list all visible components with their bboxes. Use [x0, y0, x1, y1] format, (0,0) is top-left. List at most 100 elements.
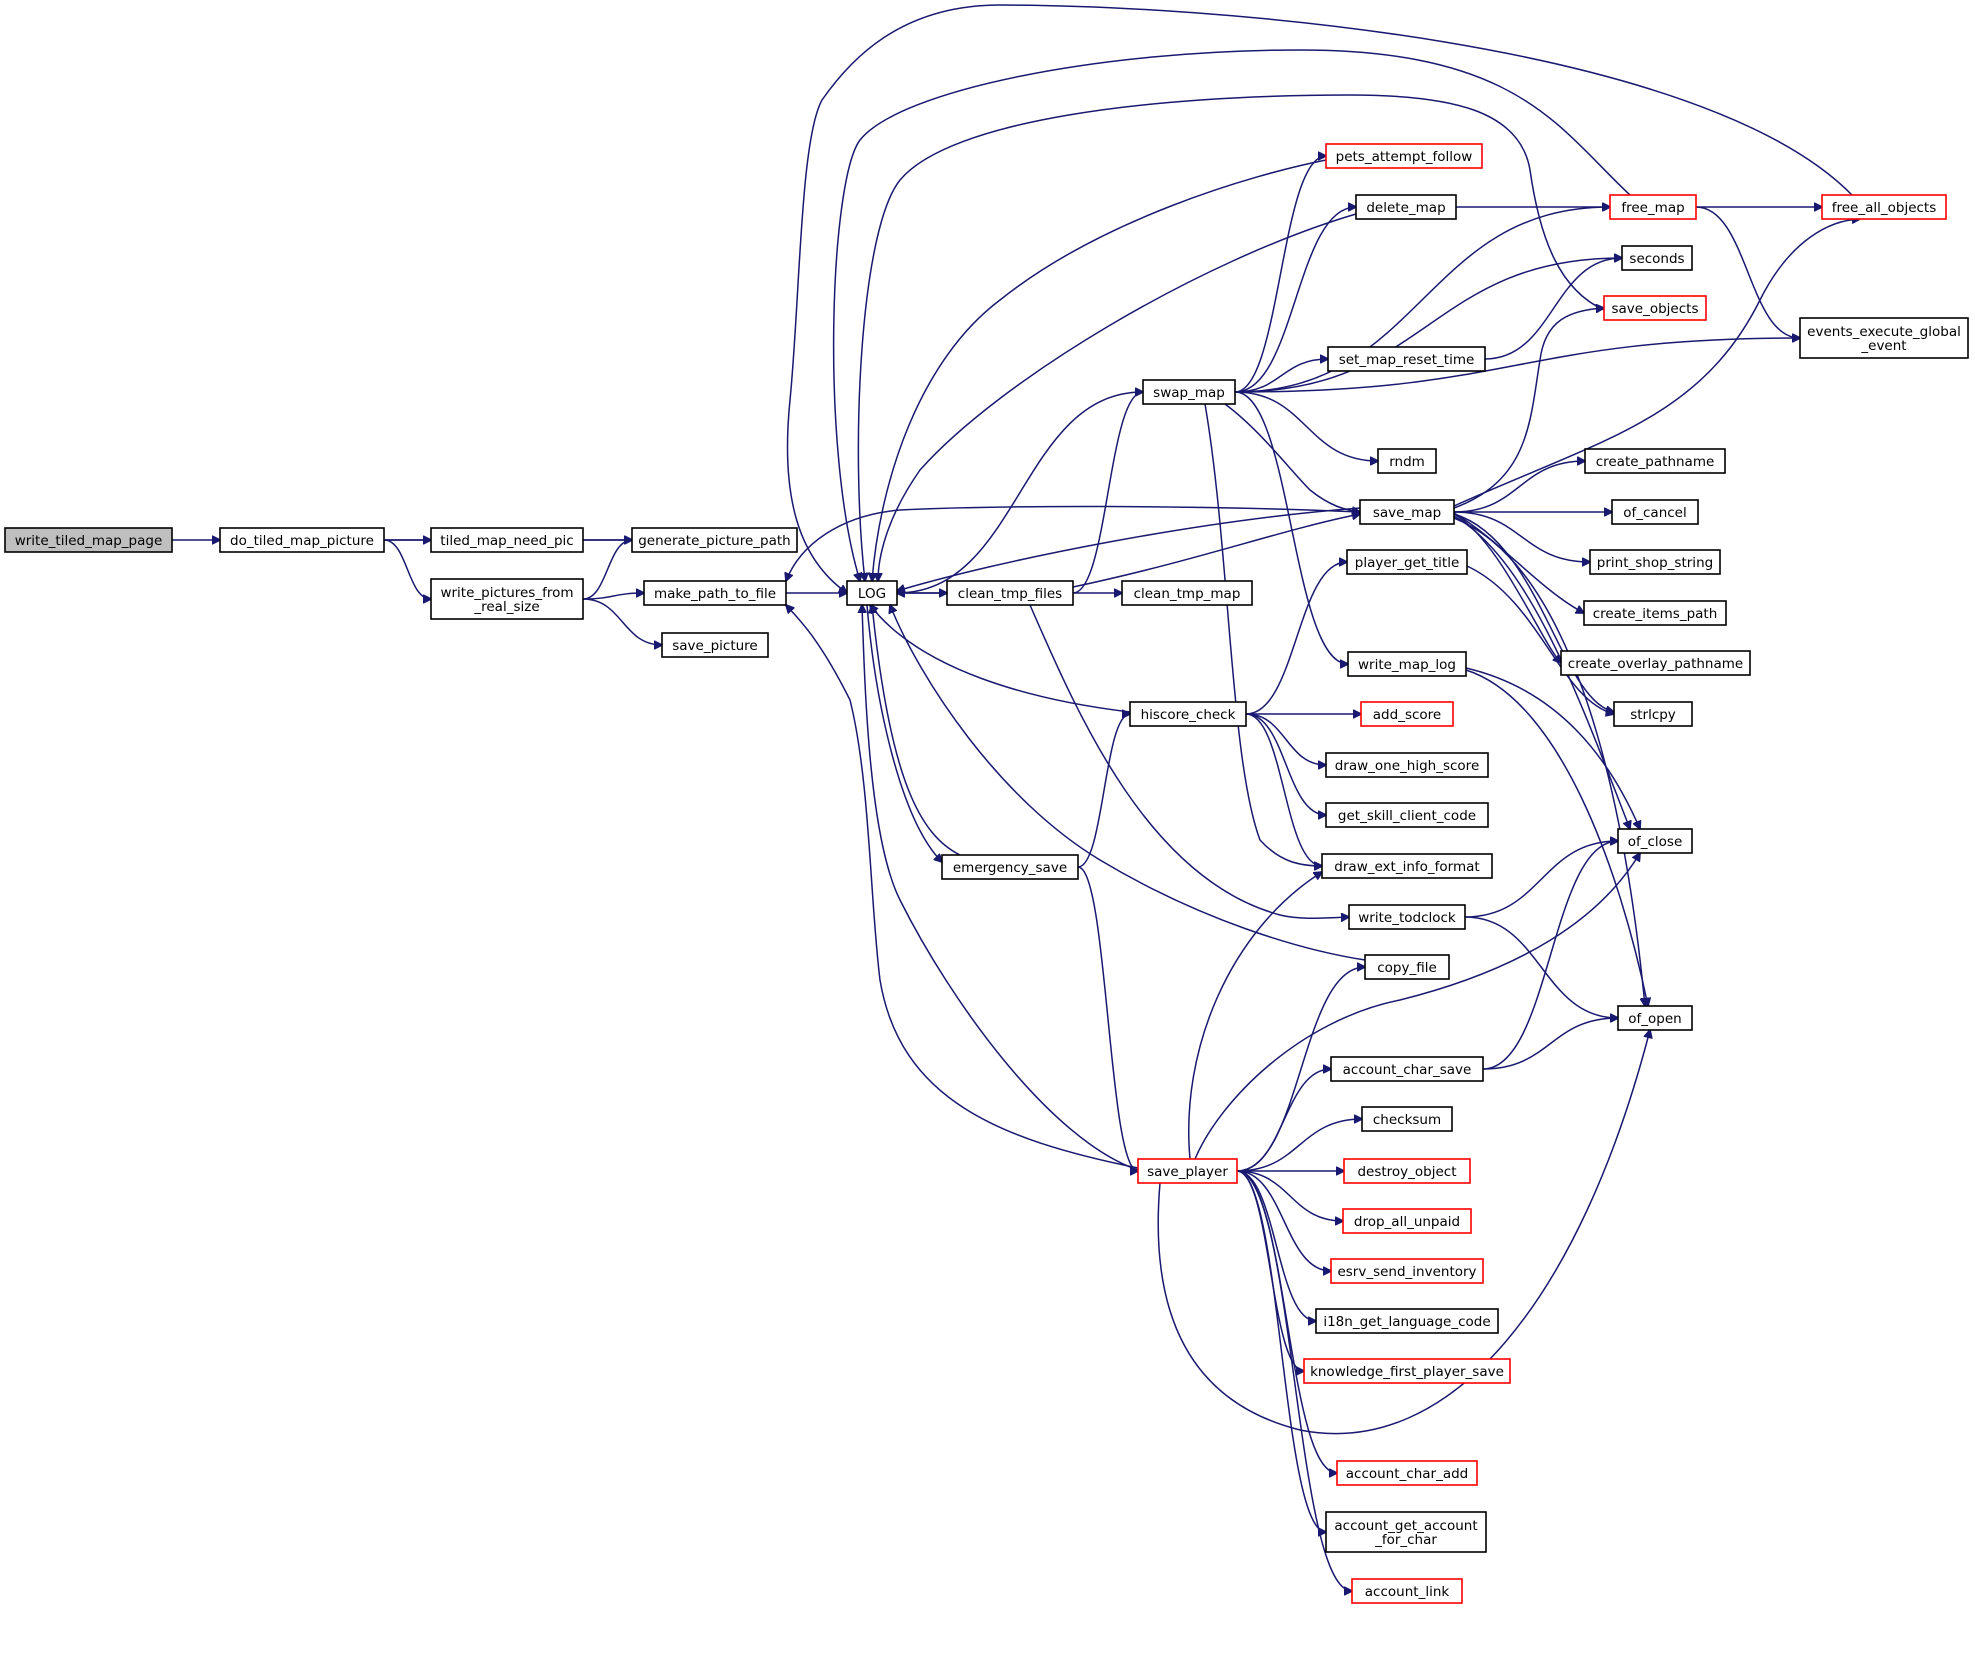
- node-clean-tmp-files[interactable]: clean_tmp_files: [946, 580, 1074, 606]
- node-box[interactable]: [643, 580, 787, 606]
- node-pets-attempt-follow[interactable]: pets_attempt_follow: [1325, 143, 1483, 169]
- node-box[interactable]: [1325, 143, 1483, 169]
- node-make-path-to-file[interactable]: make_path_to_file: [643, 580, 787, 606]
- node-box[interactable]: [1799, 317, 1969, 359]
- node-box[interactable]: [1325, 802, 1489, 828]
- node-box[interactable]: [1315, 1308, 1499, 1334]
- node-box[interactable]: [1360, 701, 1454, 727]
- node-box[interactable]: [1364, 954, 1450, 980]
- node-strlcpy[interactable]: strlcpy: [1613, 701, 1693, 727]
- node-box[interactable]: [631, 527, 798, 553]
- node-box[interactable]: [1560, 650, 1751, 676]
- node-box[interactable]: [1377, 448, 1437, 474]
- node-create-overlay-pathname[interactable]: create_overlay_pathname: [1560, 650, 1751, 676]
- node-esrv-send-inventory[interactable]: esrv_send_inventory: [1330, 1258, 1484, 1284]
- node-box[interactable]: [1583, 600, 1727, 626]
- node-box[interactable]: [1348, 904, 1466, 930]
- node-of-cancel[interactable]: of_cancel: [1611, 499, 1699, 525]
- node-draw-ext-info-format[interactable]: draw_ext_info_format: [1321, 853, 1493, 879]
- node-do-tiled-map-picture[interactable]: do_tiled_map_picture: [219, 527, 385, 553]
- node-box[interactable]: [1611, 499, 1699, 525]
- node-write-map-log[interactable]: write_map_log: [1347, 651, 1467, 677]
- node-destroy-object[interactable]: destroy_object: [1343, 1158, 1471, 1184]
- node-drop-all-unpaid[interactable]: drop_all_unpaid: [1342, 1208, 1472, 1234]
- node-generate-picture-path[interactable]: generate_picture_path: [631, 527, 798, 553]
- node-box[interactable]: [1121, 580, 1253, 606]
- node-box[interactable]: [1351, 1578, 1463, 1604]
- node-box[interactable]: [219, 527, 385, 553]
- node-save-picture[interactable]: save_picture: [661, 632, 769, 658]
- node-write-todclock[interactable]: write_todclock: [1348, 904, 1466, 930]
- node-save-player[interactable]: save_player: [1137, 1158, 1238, 1184]
- node-account-char-add[interactable]: account_char_add: [1336, 1460, 1478, 1486]
- node-account-link[interactable]: account_link: [1351, 1578, 1463, 1604]
- node-events-execute-global-event[interactable]: events_execute_global_event: [1799, 317, 1969, 359]
- node-account-get-account-for-char[interactable]: account_get_account_for_char: [1325, 1511, 1487, 1553]
- node-box[interactable]: [1347, 651, 1467, 677]
- node-write-pictures-from-real-size[interactable]: write_pictures_from_real_size: [430, 578, 584, 620]
- node-box[interactable]: [1821, 194, 1947, 220]
- node-add-score[interactable]: add_score: [1360, 701, 1454, 727]
- node-set-map-reset-time[interactable]: set_map_reset_time: [1327, 346, 1486, 372]
- node-save-objects[interactable]: save_objects: [1603, 295, 1707, 321]
- node-box[interactable]: [1617, 828, 1693, 854]
- node-tiled-map-need-pic[interactable]: tiled_map_need_pic: [430, 527, 584, 553]
- node-free-map[interactable]: free_map: [1609, 194, 1697, 220]
- node-checksum[interactable]: checksum: [1361, 1106, 1453, 1132]
- node-box[interactable]: [1137, 1158, 1238, 1184]
- node-box[interactable]: [1613, 701, 1693, 727]
- node-clean-tmp-map[interactable]: clean_tmp_map: [1121, 580, 1253, 606]
- node-knowledge-first-player-save[interactable]: knowledge_first_player_save: [1303, 1358, 1511, 1384]
- node-create-items-path[interactable]: create_items_path: [1583, 600, 1727, 626]
- node-print-shop-string[interactable]: print_shop_string: [1589, 549, 1721, 575]
- node-swap-map[interactable]: swap_map: [1142, 379, 1236, 405]
- node-of-open[interactable]: of_open: [1617, 1005, 1693, 1031]
- node-box[interactable]: [1129, 701, 1247, 727]
- node-box[interactable]: [4, 527, 173, 553]
- node-box[interactable]: [1336, 1460, 1478, 1486]
- node-seconds[interactable]: seconds: [1621, 245, 1693, 271]
- node-box[interactable]: [1142, 379, 1236, 405]
- node-write-tiled-map-page[interactable]: write_tiled_map_page: [4, 527, 173, 553]
- node-box[interactable]: [430, 578, 584, 620]
- node-box[interactable]: [1325, 752, 1489, 778]
- node-get-skill-client-code[interactable]: get_skill_client_code: [1325, 802, 1489, 828]
- node-copy-file[interactable]: copy_file: [1364, 954, 1450, 980]
- node-box[interactable]: [1355, 194, 1457, 220]
- node-free-all-objects[interactable]: free_all_objects: [1821, 194, 1947, 220]
- node-box[interactable]: [1359, 499, 1455, 525]
- node-player-get-title[interactable]: player_get_title: [1346, 549, 1468, 575]
- node-box[interactable]: [1621, 245, 1693, 271]
- node-box[interactable]: [941, 854, 1079, 880]
- node-box[interactable]: [1361, 1106, 1453, 1132]
- node-box[interactable]: [1346, 549, 1468, 575]
- node-box[interactable]: [1303, 1358, 1511, 1384]
- node-box[interactable]: [430, 527, 584, 553]
- node-box[interactable]: [1342, 1208, 1472, 1234]
- node-box[interactable]: [1609, 194, 1697, 220]
- node-delete-map[interactable]: delete_map: [1355, 194, 1457, 220]
- node-create-pathname[interactable]: create_pathname: [1584, 448, 1726, 474]
- node-LOG[interactable]: LOG: [846, 580, 898, 606]
- node-box[interactable]: [1584, 448, 1726, 474]
- node-i18n-get-language-code[interactable]: i18n_get_language_code: [1315, 1308, 1499, 1334]
- node-box[interactable]: [661, 632, 769, 658]
- node-draw-one-high-score[interactable]: draw_one_high_score: [1325, 752, 1489, 778]
- node-box[interactable]: [846, 580, 898, 606]
- node-box[interactable]: [1343, 1158, 1471, 1184]
- node-hiscore-check[interactable]: hiscore_check: [1129, 701, 1247, 727]
- node-rndm[interactable]: rndm: [1377, 448, 1437, 474]
- node-emergency-save[interactable]: emergency_save: [941, 854, 1079, 880]
- node-box[interactable]: [1330, 1258, 1484, 1284]
- node-save-map[interactable]: save_map: [1359, 499, 1455, 525]
- node-box[interactable]: [1330, 1056, 1484, 1082]
- node-account-char-save[interactable]: account_char_save: [1330, 1056, 1484, 1082]
- node-box[interactable]: [1603, 295, 1707, 321]
- node-box[interactable]: [946, 580, 1074, 606]
- node-box[interactable]: [1321, 853, 1493, 879]
- node-box[interactable]: [1617, 1005, 1693, 1031]
- node-of-close[interactable]: of_close: [1617, 828, 1693, 854]
- node-box[interactable]: [1325, 1511, 1487, 1553]
- node-box[interactable]: [1589, 549, 1721, 575]
- node-box[interactable]: [1327, 346, 1486, 372]
